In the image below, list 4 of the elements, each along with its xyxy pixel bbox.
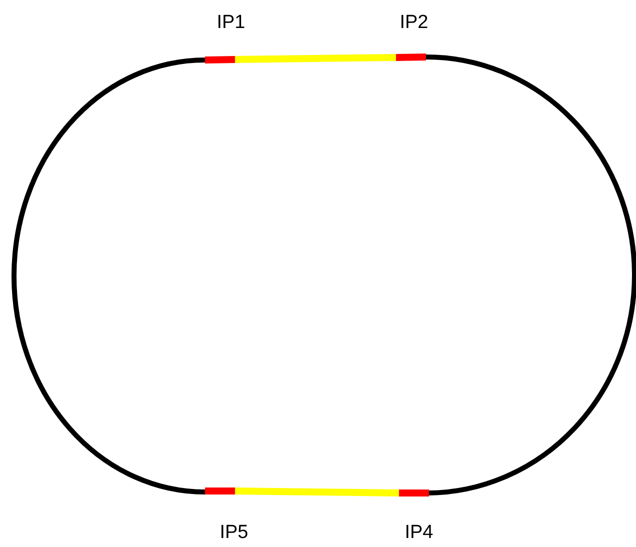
point-label: IP1	[216, 12, 246, 34]
point-label: IP2	[400, 12, 428, 34]
point-label: IP5	[220, 522, 248, 544]
point-label: IP4	[404, 522, 434, 544]
